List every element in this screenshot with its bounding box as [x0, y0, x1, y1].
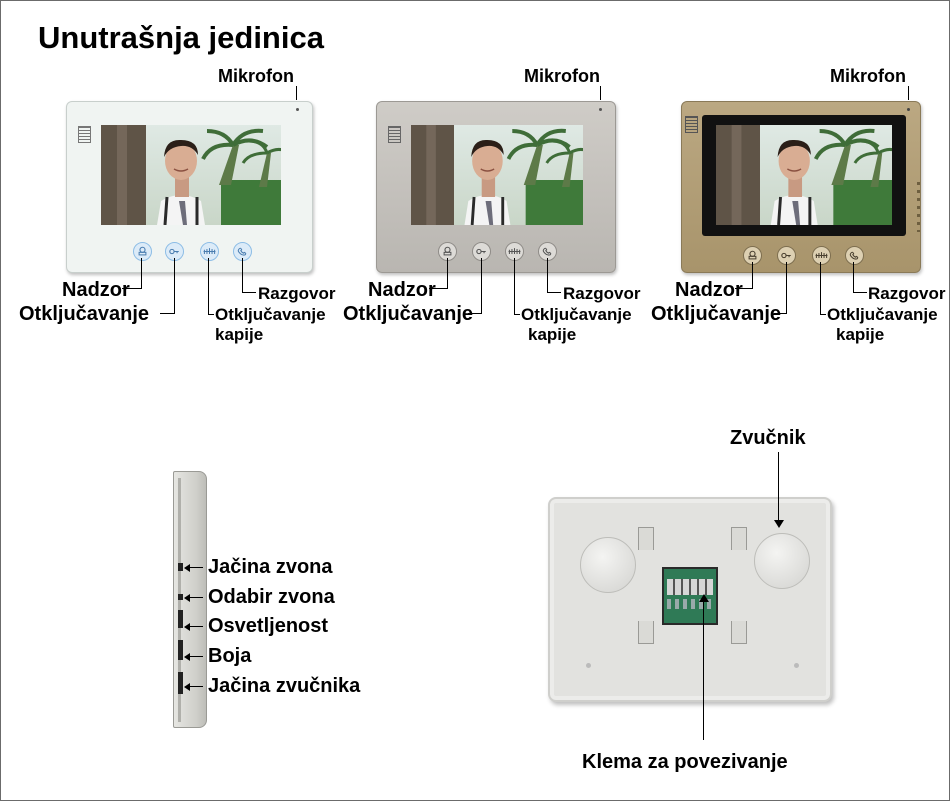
microphone-label: Mikrofon [218, 66, 294, 86]
monitor-label: Nadzor [368, 279, 436, 301]
speaker-volume-control[interactable] [178, 672, 183, 694]
gate-unlock-button[interactable] [505, 242, 524, 261]
talk-icon [237, 247, 247, 256]
speaker-grille [754, 533, 810, 589]
arrow-icon [774, 520, 784, 528]
microphone-pointer [908, 86, 909, 100]
unlock-label: Otključavanje [343, 303, 474, 325]
display-screen [101, 125, 281, 225]
unlock-label: Otključavanje [651, 303, 782, 325]
color-label: Boja [208, 645, 252, 667]
gate-unlock-label-line2: kapije [215, 325, 264, 344]
ring-select-control[interactable] [178, 594, 183, 600]
gate-unlock-button[interactable] [200, 242, 219, 261]
gate-unlock-label-line2: kapije [528, 325, 577, 344]
talk-label: Razgovor [258, 284, 336, 303]
microphone-label: Mikrofon [830, 66, 906, 86]
arrow-icon [184, 594, 190, 602]
microphone-hole [599, 108, 602, 111]
microphone-pointer [600, 86, 601, 100]
talk-button[interactable] [845, 246, 864, 265]
mount-hole [580, 537, 636, 593]
monitor-button[interactable] [133, 242, 152, 261]
unlock-label: Otključavanje [19, 303, 150, 325]
ring-select-label: Odabir zvona [208, 586, 335, 608]
unlock-icon [169, 248, 179, 255]
side-buttons [917, 182, 920, 232]
gate-unlock-label-line1: Otključavanje [521, 305, 632, 324]
monitor-icon [138, 246, 147, 256]
talk-button[interactable] [233, 242, 252, 261]
monitor-icon [443, 246, 452, 256]
color-control[interactable] [178, 640, 183, 660]
gate-unlock-label-line1: Otključavanje [827, 305, 938, 324]
monitor-icon [748, 250, 757, 260]
gate-unlock-button[interactable] [812, 246, 831, 265]
arrow-icon [184, 564, 190, 572]
display-screen [411, 125, 583, 225]
ring-volume-control[interactable] [178, 563, 183, 571]
gate-unlock-label-line1: Otključavanje [215, 305, 326, 324]
monitor-panel [66, 101, 313, 273]
unlock-icon [476, 248, 486, 255]
mount-slot [638, 621, 654, 644]
back-panel [548, 497, 832, 702]
mount-slot [731, 527, 747, 550]
display-screen [716, 125, 892, 225]
monitor-panel [376, 101, 616, 273]
mount-slot [731, 621, 747, 644]
terminal-label: Klema za povezivanje [582, 751, 788, 773]
speaker-volume-label: Jačina zvučnika [208, 675, 361, 697]
brand-logo [685, 116, 698, 133]
talk-icon [542, 247, 552, 256]
brand-logo [388, 126, 401, 143]
arrow-icon [699, 594, 709, 602]
talk-label: Razgovor [563, 284, 641, 303]
speaker-label: Zvučnik [730, 427, 806, 449]
microphone-hole [907, 108, 910, 111]
gate-unlock-icon [815, 252, 828, 259]
arrow-icon [184, 653, 190, 661]
monitor-label: Nadzor [675, 279, 743, 301]
microphone-label: Mikrofon [524, 66, 600, 86]
gate-unlock-icon [203, 248, 216, 255]
monitor-panel [681, 101, 921, 273]
microphone-pointer [296, 86, 297, 100]
page-title: Unutrašnja jedinica [38, 20, 324, 55]
brand-logo [78, 126, 91, 143]
monitor-button[interactable] [743, 246, 762, 265]
terminal-block [662, 567, 718, 625]
monitor-label: Nadzor [62, 279, 130, 301]
gate-unlock-icon [508, 248, 521, 255]
arrow-icon [184, 683, 190, 691]
mount-slot [638, 527, 654, 550]
gate-unlock-label-line2: kapije [836, 325, 885, 344]
brightness-control[interactable] [178, 610, 183, 628]
talk-icon [849, 251, 859, 260]
brightness-label: Osvetljenost [208, 615, 329, 637]
ring-volume-label: Jačina zvona [208, 556, 333, 578]
unlock-icon [781, 252, 791, 259]
talk-label: Razgovor [868, 284, 946, 303]
microphone-hole [296, 108, 299, 111]
arrow-icon [184, 623, 190, 631]
